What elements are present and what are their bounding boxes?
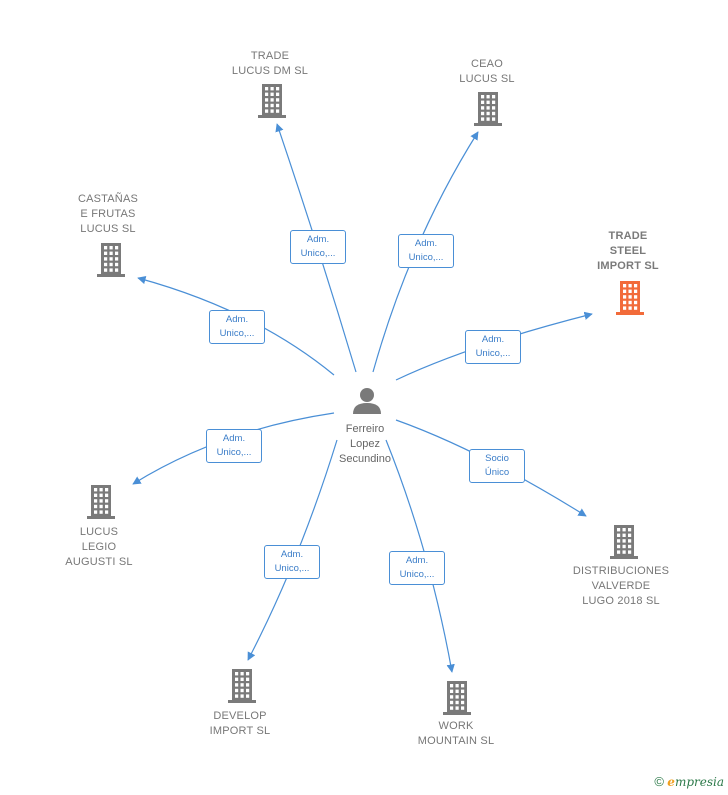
company-label-distribuciones-valverde[interactable]: DISTRIBUCIONES VALVERDE LUGO 2018 SL (572, 565, 670, 607)
building-icon (610, 525, 638, 559)
building-icon (87, 485, 115, 519)
company-label-trade-steel-import[interactable]: TRADE STEEL IMPORT SL (597, 230, 659, 272)
relation-label-ceao-lucus[interactable]: Adm. Unico,... (398, 234, 454, 268)
company-label-ceao-lucus[interactable]: CEAO LUCUS SL (459, 58, 515, 85)
company-label-work-mountain[interactable]: WORK MOUNTAIN SL (417, 720, 495, 747)
person-icon (353, 388, 381, 414)
building-icon (228, 669, 256, 703)
relation-label-work-mountain[interactable]: Adm. Unico,... (389, 551, 445, 585)
relation-label-distribuciones-valverde[interactable]: Socio Único (469, 449, 525, 483)
building-icon (616, 281, 644, 315)
relation-label-castanas-frutas-lucus[interactable]: Adm. Unico,... (209, 310, 265, 344)
relation-label-trade-lucus-dm[interactable]: Adm. Unico,... (290, 230, 346, 264)
company-label-castanas-frutas-lucus[interactable]: CASTAÑAS E FRUTAS LUCUS SL (77, 193, 139, 235)
footer-brand: © empresia (654, 774, 724, 789)
building-icon (474, 92, 502, 126)
relation-label-lucus-legio-augusti[interactable]: Adm. Unico,... (206, 429, 262, 463)
company-label-trade-lucus-dm[interactable]: TRADE LUCUS DM SL (231, 50, 309, 77)
copyright-symbol: © (654, 774, 664, 789)
building-icon (97, 243, 125, 277)
person-name[interactable]: Ferreiro Lopez Secundino (339, 423, 391, 465)
relation-label-develop-import[interactable]: Adm. Unico,... (264, 545, 320, 579)
brand-logo: empresia (667, 775, 724, 789)
building-icon (443, 681, 471, 715)
building-icon (258, 84, 286, 118)
company-label-develop-import[interactable]: DEVELOP IMPORT SL (209, 710, 271, 737)
company-label-lucus-legio-augusti[interactable]: LUCUS LEGIO AUGUSTI SL (65, 526, 133, 568)
relation-label-trade-steel-import[interactable]: Adm. Unico,... (465, 330, 521, 364)
